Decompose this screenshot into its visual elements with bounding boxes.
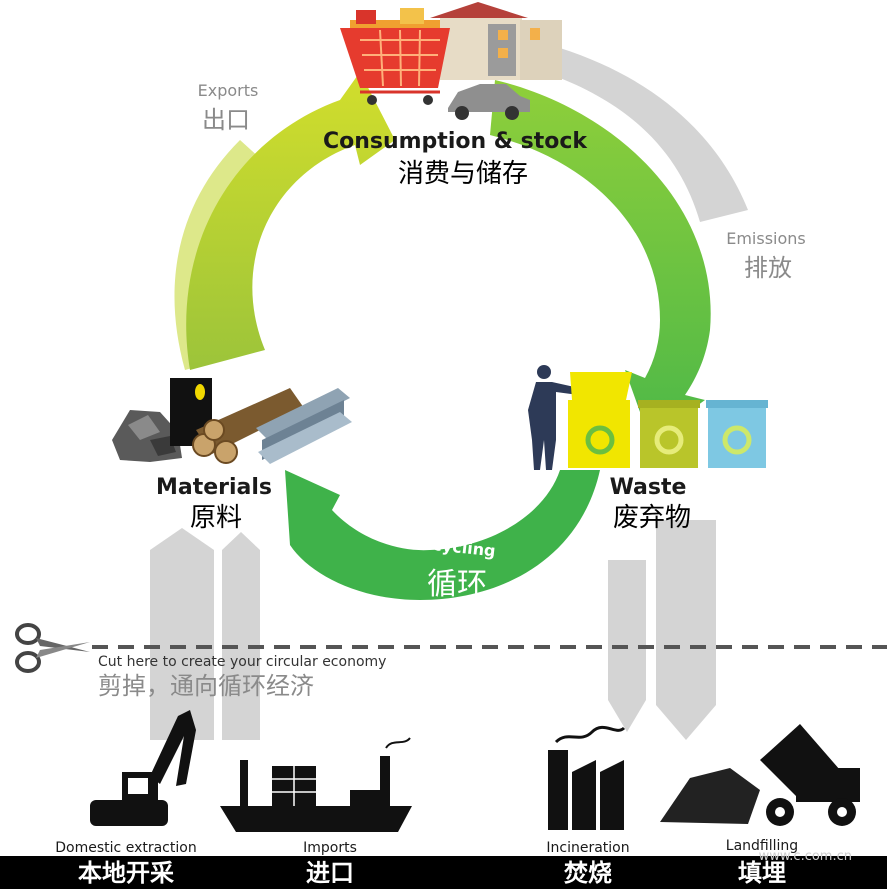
domestic-extraction-label-en: Domestic extraction bbox=[55, 840, 196, 856]
waste-to-materials-arc bbox=[285, 470, 600, 600]
landfilling-label-en: Landfilling bbox=[726, 838, 798, 854]
cut-line-label-cn: 剪掉，通向循环经济 bbox=[98, 672, 314, 700]
shopping-cart-icon bbox=[340, 8, 450, 105]
exports-label-cn: 出口 bbox=[202, 106, 250, 134]
exports-label-en: Exports bbox=[198, 81, 259, 100]
scissors-icon bbox=[15, 623, 90, 673]
consumption-label-cn: 消费与储存 bbox=[398, 159, 528, 189]
recycling-label-cn: 循环 bbox=[427, 567, 487, 602]
recycling-bin-icon bbox=[568, 372, 632, 468]
watermark: www.c.com.cn bbox=[759, 849, 852, 864]
house-icon bbox=[430, 2, 562, 80]
imports-flow bbox=[222, 532, 260, 740]
cut-line-label-en: Cut here to create your circular economy bbox=[98, 654, 386, 670]
input-flows bbox=[150, 528, 260, 740]
cargo-ship-icon bbox=[220, 737, 412, 832]
materials-label-cn: 原料 bbox=[190, 503, 242, 533]
logs-icon bbox=[192, 388, 304, 464]
person-icon bbox=[528, 365, 588, 470]
imports-label-cn: 进口 bbox=[306, 859, 354, 887]
emissions-label-cn: 排放 bbox=[744, 254, 792, 282]
incineration-label-cn: 焚烧 bbox=[564, 859, 612, 887]
factory-icon bbox=[548, 725, 626, 830]
waste-label-en: Waste bbox=[610, 475, 687, 500]
domestic-extraction-label-cn: 本地开采 bbox=[78, 859, 174, 887]
imports-label-en: Imports bbox=[303, 840, 357, 856]
materials-to-consumption-arc bbox=[186, 72, 395, 370]
landfilling-flow bbox=[656, 520, 716, 740]
waste-label-cn: 废弃物 bbox=[613, 503, 691, 533]
materials-label-en: Materials bbox=[156, 475, 272, 500]
output-flows bbox=[608, 520, 716, 740]
incineration-label-en: Incineration bbox=[546, 840, 629, 856]
emissions-flow bbox=[560, 48, 748, 222]
domestic-extraction-flow bbox=[150, 528, 214, 740]
dump-truck-icon bbox=[660, 724, 860, 826]
car-icon bbox=[448, 84, 530, 120]
excavator-icon bbox=[90, 710, 196, 826]
landfilling-label-cn: 填埋 bbox=[738, 859, 786, 887]
recycling-bin-icon bbox=[706, 400, 768, 468]
recycling-bin-icon bbox=[638, 400, 700, 468]
steel-beam-icon bbox=[256, 388, 352, 464]
emissions-label-en: Emissions bbox=[726, 229, 806, 248]
coal-icon bbox=[112, 410, 182, 462]
bottom-band bbox=[0, 856, 887, 889]
consumption-label-en: Consumption & stock bbox=[323, 129, 588, 154]
